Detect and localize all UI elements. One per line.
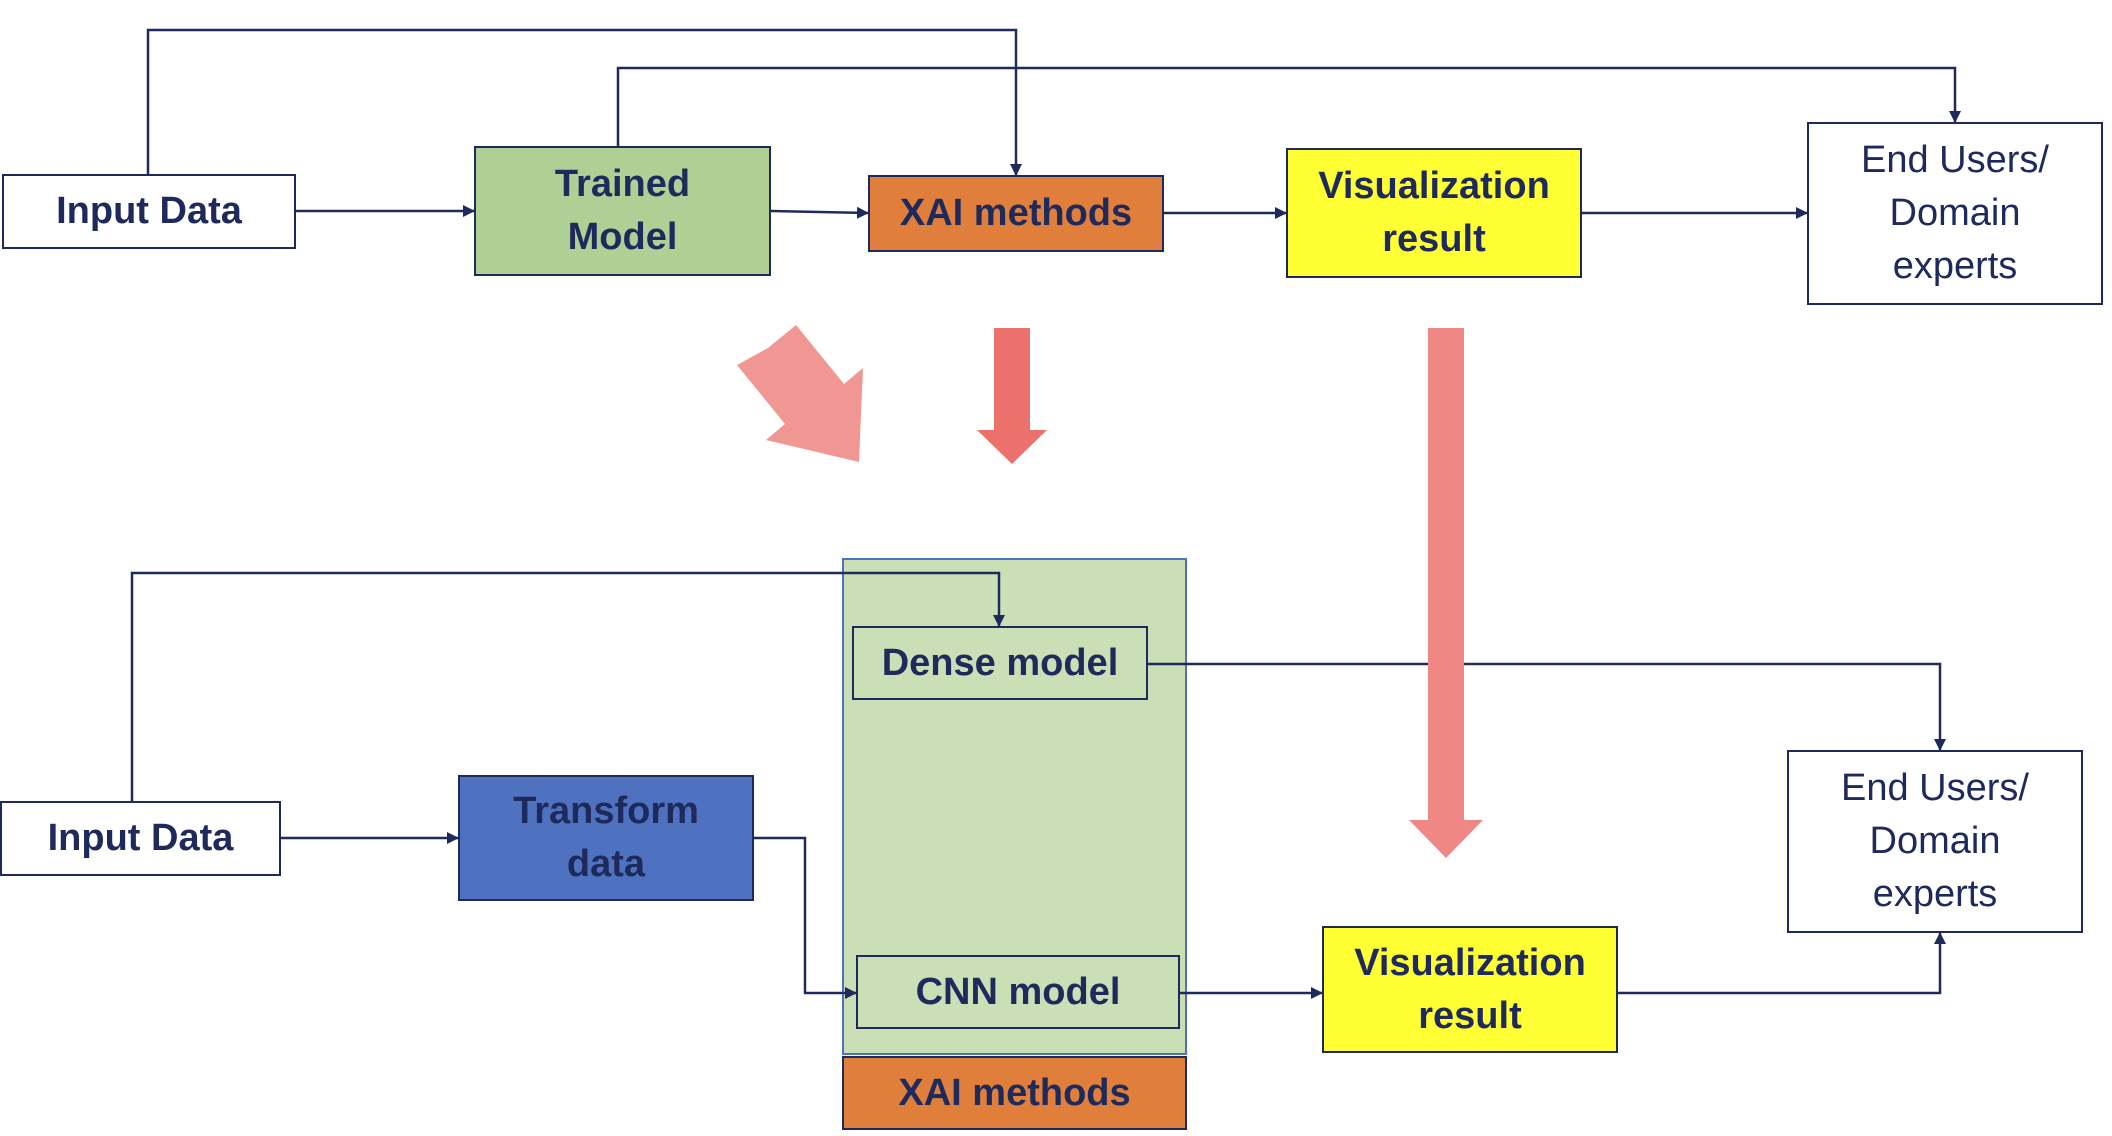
bottom-end-users-box: End Users/ Domain experts (1787, 750, 2083, 933)
bottom-dense-model-box: Dense model (852, 626, 1148, 700)
top-trained-model-label: Trained Model (554, 163, 691, 258)
top-end-users-box: End Users/ Domain experts (1807, 122, 2103, 305)
bottom-xai-methods-label: XAI methods (898, 1071, 1131, 1114)
big-diagonal-arrow (737, 325, 863, 462)
bottom-input-data-box: Input Data (0, 801, 281, 876)
bottom-input-data-label: Input Data (47, 817, 234, 859)
bottom-transform-data-label: Transform data (513, 790, 699, 885)
bottom-transform-data-box: Transform data (458, 775, 754, 901)
top-visualization-label: Visualization result (1318, 165, 1550, 260)
bottom-xai-methods-box: XAI methods (842, 1056, 1187, 1130)
conn-top-model-to-xai (770, 206, 869, 219)
top-input-data-box: Input Data (2, 174, 296, 249)
bottom-cnn-model-box: CNN model (856, 955, 1180, 1029)
bottom-dense-model-label: Dense model (881, 641, 1119, 684)
bottom-visualization-label: Visualization result (1354, 941, 1586, 1037)
top-trained-model-box: Trained Model (474, 146, 771, 276)
top-input-data-label: Input Data (56, 190, 242, 232)
bottom-cnn-model-label: CNN model (915, 970, 1121, 1013)
big-down-arrow-center (977, 328, 1047, 464)
top-visualization-box: Visualization result (1286, 148, 1582, 278)
top-xai-methods-box: XAI methods (868, 175, 1164, 252)
top-end-users-label: End Users/ Domain experts (1861, 139, 2049, 287)
bottom-end-users-label: End Users/ Domain experts (1841, 767, 2029, 915)
top-xai-methods-label: XAI methods (899, 192, 1133, 234)
conn-top-model-to-users (616, 66, 1961, 146)
bottom-visualization-box: Visualization result (1322, 926, 1618, 1053)
conn-top-input-to-xai (146, 28, 1022, 176)
